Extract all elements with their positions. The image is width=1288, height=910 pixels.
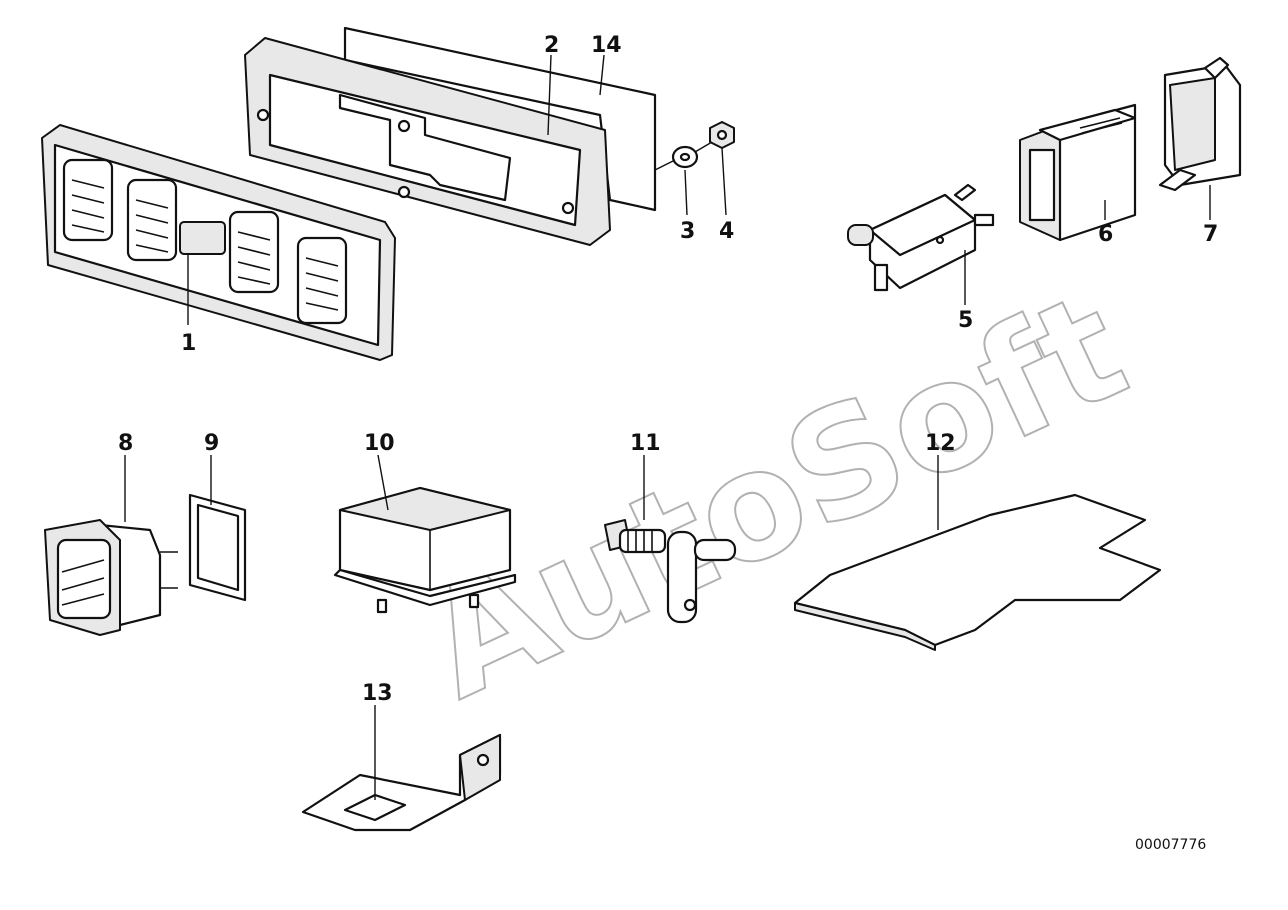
part-5-push-switch — [847, 183, 995, 292]
callout-11: 11 — [630, 431, 661, 456]
callout-1: 1 — [181, 331, 196, 356]
part-4-nut — [694, 121, 735, 153]
diagram-code: 00007776 — [1135, 837, 1206, 853]
rocker-switch — [296, 236, 348, 325]
callout-6: 6 — [1098, 222, 1113, 247]
watermark: AutoSoft — [400, 260, 1149, 733]
part-3-washer — [654, 145, 699, 171]
rocker-switch — [62, 158, 114, 242]
callout-13: 13 — [362, 681, 393, 706]
callout-12: 12 — [925, 431, 956, 456]
callout-8: 8 — [118, 431, 133, 456]
rocker-switch — [126, 178, 178, 262]
callout-10: 10 — [364, 431, 395, 456]
callout-5: 5 — [958, 308, 973, 333]
callout-3: 3 — [680, 219, 695, 244]
rocker-switch — [228, 210, 280, 294]
part-13-bracket — [301, 733, 502, 832]
center-button — [179, 221, 226, 255]
leader-lines — [124, 54, 1211, 800]
part-10-relay — [333, 486, 517, 614]
callout-2: 2 — [544, 33, 559, 58]
part-1-switch-panel — [41, 124, 396, 361]
callout-4: 4 — [719, 219, 734, 244]
callout-14: 14 — [591, 33, 622, 58]
part-9-gasket — [188, 493, 247, 602]
part-8-rocker-switch — [44, 519, 178, 636]
callout-7: 7 — [1203, 222, 1218, 247]
part-2-frame — [244, 37, 611, 246]
part-11-door-contact — [604, 519, 737, 624]
part-6-switch-housing — [1019, 103, 1137, 242]
callout-9: 9 — [204, 431, 219, 456]
part-7-frame-clip — [1158, 56, 1242, 192]
part-12-insulation-sheet — [793, 493, 1162, 651]
